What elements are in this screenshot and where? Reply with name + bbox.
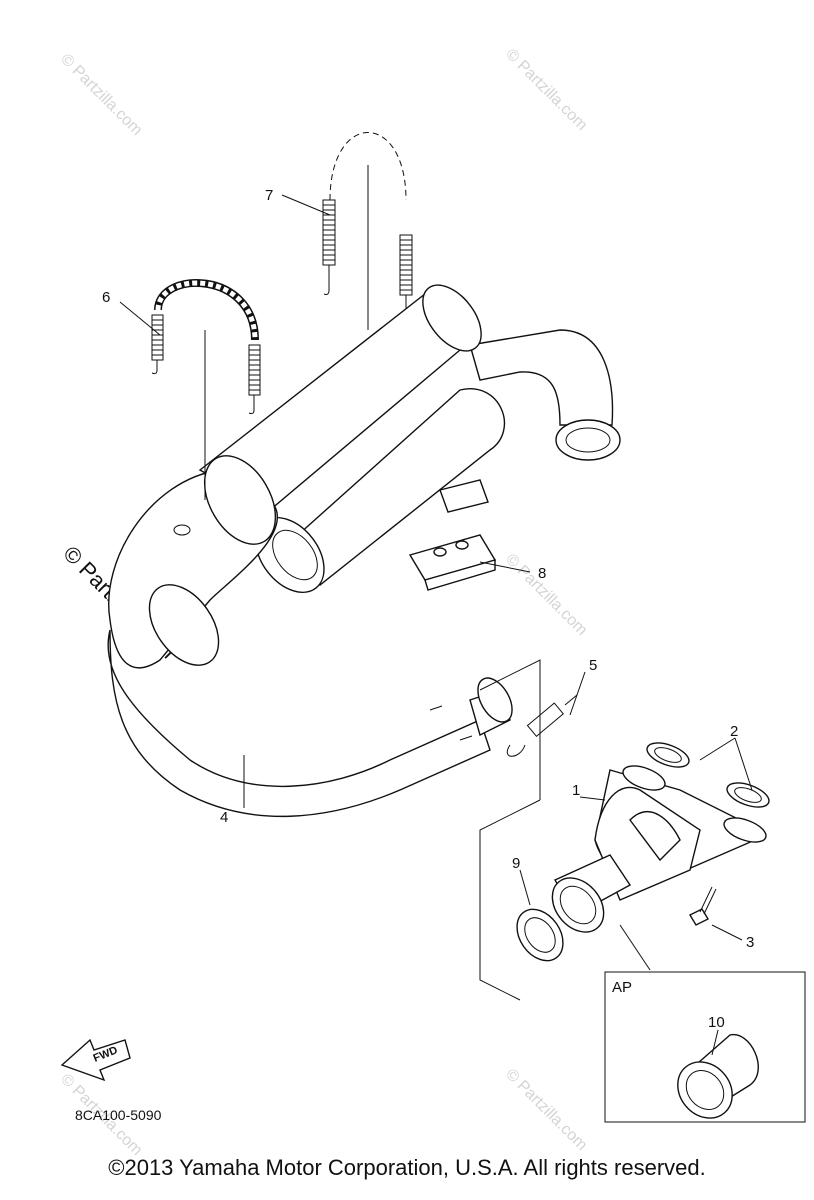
diagram-code: 8CA100-5090	[75, 1107, 162, 1123]
spring-5	[506, 694, 578, 757]
callout-2: 2	[730, 723, 738, 740]
spring-coil-left	[151, 314, 164, 375]
callout-numbers: 7 6 8 5 2 1 4 9 3 10	[102, 187, 754, 1031]
damper-8	[408, 534, 497, 591]
callout-5: 5	[589, 657, 597, 674]
spring-6	[151, 279, 261, 415]
spring-coil-right	[248, 344, 261, 415]
fwd-arrow: FWD	[60, 1038, 131, 1082]
exhaust-pipe-1	[551, 765, 767, 933]
watermark: © Partzilla.com	[502, 1066, 590, 1154]
part-10-collar	[677, 1034, 759, 1119]
inset-ap: AP	[604, 971, 806, 1123]
bolt-3	[689, 886, 717, 926]
callout-3: 3	[746, 934, 754, 951]
callout-8: 8	[538, 565, 546, 582]
gasket-2	[646, 742, 770, 808]
inset-label: AP	[612, 979, 632, 996]
callout-9: 9	[512, 855, 520, 872]
callout-1: 1	[572, 782, 580, 799]
callout-7: 7	[265, 187, 273, 204]
spring-coil-right	[399, 234, 413, 320]
callout-6: 6	[102, 289, 110, 306]
leader-lines	[119, 165, 753, 1056]
muffler-assembly	[107, 284, 621, 818]
gasket-9	[516, 908, 564, 962]
watermark: © Partzilla.com	[57, 51, 145, 139]
callout-4: 4	[220, 809, 228, 826]
watermark: © Partzilla.com	[502, 46, 590, 134]
callout-10: 10	[708, 1014, 725, 1031]
copyright-notice: ©2013 Yamaha Motor Corporation, U.S.A. A…	[108, 1155, 706, 1180]
spring-7	[322, 125, 413, 320]
group-bracket	[479, 659, 651, 1001]
